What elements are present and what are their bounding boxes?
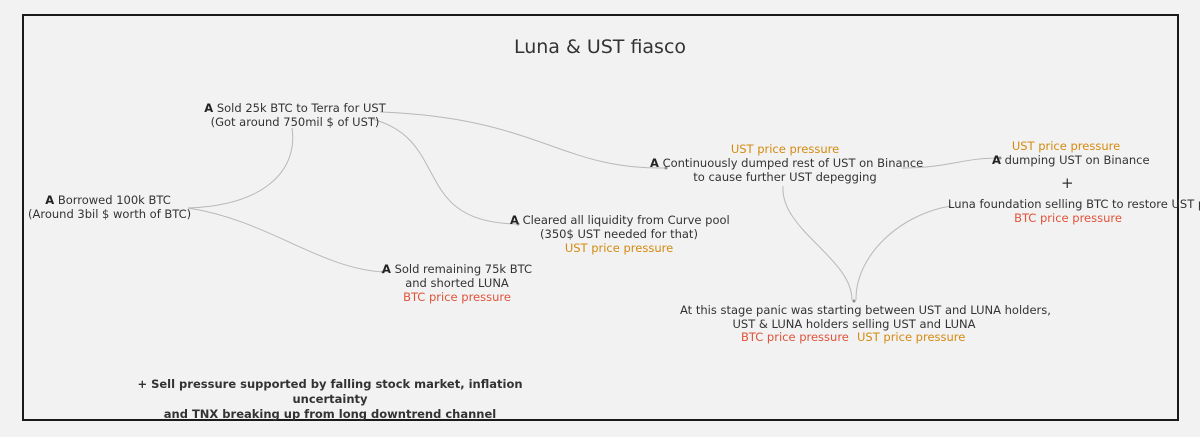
node-sold25k: A Sold 25k BTC to Terra for UST (Got aro… [202, 101, 388, 129]
node-sold25k-line1: Sold 25k BTC to Terra for UST [216, 101, 386, 115]
actor-label: A [45, 193, 55, 207]
ust-pressure-tag: UST price pressure [857, 330, 966, 344]
node-luna-foundation: Luna foundation selling BTC to restore U… [948, 197, 1200, 225]
node-panic-line2: UST & LUNA holders selling UST and LUNA [732, 317, 976, 331]
node-curve-line2: (350$ UST needed for that) [540, 227, 698, 241]
node-sold75k-line1: Sold remaining 75k BTC [394, 262, 532, 276]
ust-pressure-tag: UST price pressure [730, 142, 840, 156]
plus-sign: + [1061, 174, 1074, 192]
node-curve: A Cleared all liquidity from Curve pool … [510, 213, 730, 255]
actor-label: A [382, 262, 391, 276]
actor-label: A [650, 156, 659, 170]
node-panic: At this stage panic was starting between… [680, 303, 1051, 331]
actor-label: A [510, 213, 519, 227]
btc-pressure-tag: BTC price pressure [1014, 211, 1122, 225]
node-luna-foundation-line1: Luna foundation selling BTC to restore U… [948, 197, 1200, 211]
ust-pressure-tag: UST price pressure [1011, 139, 1121, 153]
node-binance-more-line1: dumping UST on Binance [1004, 153, 1150, 167]
node-sold75k: A Sold remaining 75k BTC and shorted LUN… [382, 262, 532, 304]
footnote-line2: and TNX breaking up from long downtrend … [163, 407, 497, 421]
node-curve-line1: Cleared all liquidity from Curve pool [522, 213, 730, 227]
ust-pressure-tag: UST price pressure [564, 241, 674, 255]
node-panic-line1: At this stage panic was starting between… [680, 303, 1051, 317]
node-borrow-line1: Borrowed 100k BTC [57, 193, 171, 207]
actor-label: A [992, 153, 1001, 167]
node-sold25k-line2: (Got around 750mil $ of UST) [210, 115, 380, 129]
node-binance-dump: UST price pressure A Continuously dumped… [650, 142, 923, 184]
node-borrow-line2: (Around 3bil $ worth of BTC) [28, 207, 192, 221]
footnote: + Sell pressure supported by falling sto… [128, 377, 532, 422]
footnote-line1: + Sell pressure supported by falling sto… [137, 377, 523, 406]
node-binance-more: UST price pressure A dumping UST on Bina… [992, 139, 1150, 167]
node-borrow: A Borrowed 100k BTC (Around 3bil $ worth… [28, 193, 192, 221]
node-binance-dump-line1: Continuously dumped rest of UST on Binan… [662, 156, 924, 170]
btc-pressure-tag: BTC price pressure [403, 290, 511, 304]
node-sold75k-line2: and shorted LUNA [405, 276, 509, 290]
diagram-title: Luna & UST fiasco [513, 36, 687, 58]
btc-pressure-tag: BTC price pressure [741, 330, 849, 344]
node-binance-dump-line2: to cause further UST depegging [693, 170, 877, 184]
actor-label: A [204, 101, 214, 115]
